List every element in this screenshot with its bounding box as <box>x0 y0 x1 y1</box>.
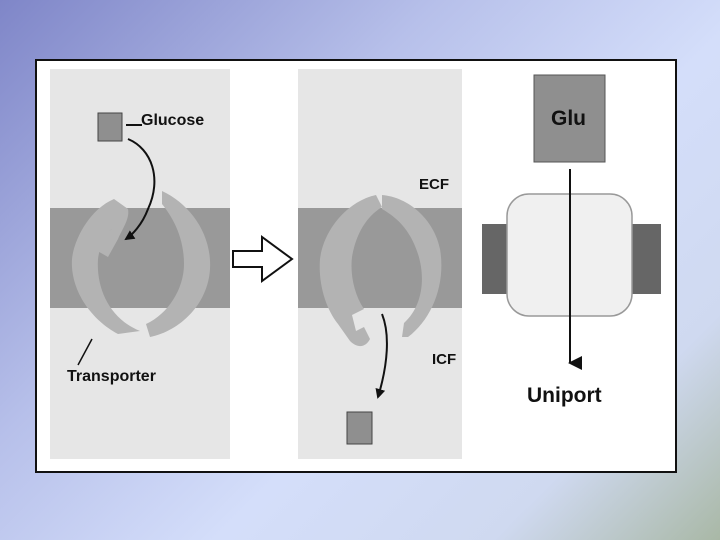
transporter-left-half <box>319 195 382 347</box>
glu-label: Glu <box>551 107 586 130</box>
icf-label: ICF <box>432 351 457 368</box>
glu-molecule <box>533 74 606 163</box>
panel-binding-graphic <box>50 112 230 366</box>
transporter-leader-line <box>77 338 93 366</box>
ecf-label: ECF <box>419 176 449 193</box>
glucose-label: Glucose <box>141 112 205 129</box>
binding-arrow <box>124 138 156 241</box>
panel-uniport: Glu Uniport <box>475 69 675 459</box>
uniport-label: Uniport <box>527 384 602 407</box>
conformation-change-arrow <box>232 235 294 283</box>
transporter-left-half <box>71 199 140 334</box>
glucose-molecule <box>97 112 123 142</box>
panel-binding: Glucose Transporter <box>50 69 230 459</box>
transporter-right-half <box>146 191 211 337</box>
panel-uniport-graphic <box>482 74 661 370</box>
transporter-label: Transporter <box>67 368 156 385</box>
diagram-frame: Glucose Transporter ECF ICF <box>35 59 677 473</box>
released-glucose-molecule <box>346 411 373 445</box>
release-arrow <box>375 313 388 399</box>
transporter-right-half <box>382 195 442 337</box>
panel-release: ECF ICF <box>298 69 462 459</box>
panel-release-graphic <box>298 195 462 445</box>
